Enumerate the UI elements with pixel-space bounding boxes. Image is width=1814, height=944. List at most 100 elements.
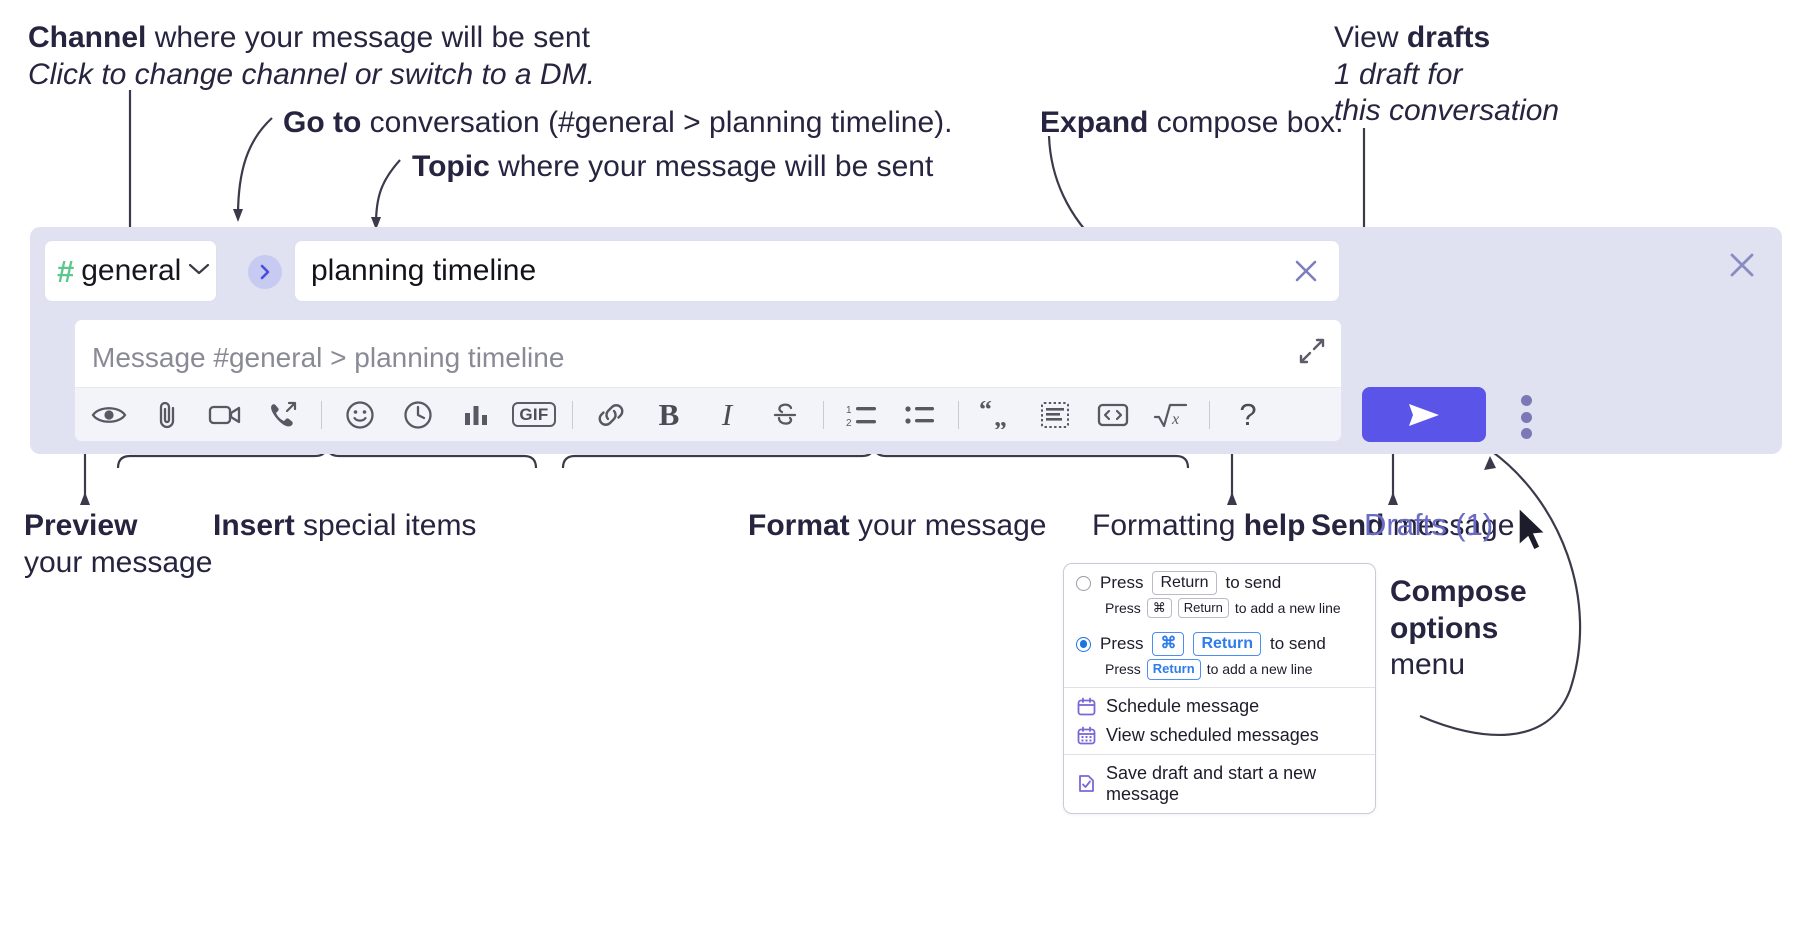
drafts-link[interactable]: Drafts (1) xyxy=(1364,507,1494,542)
italic-icon[interactable]: I xyxy=(698,388,756,441)
opt2-pre: Press xyxy=(1100,634,1144,654)
opt2-sub-pre: Press xyxy=(1105,661,1141,678)
send-button[interactable] xyxy=(1362,387,1486,442)
annotation-goto: Go to conversation (#general > planning … xyxy=(283,105,953,142)
menu-item-schedule-message[interactable]: Schedule message xyxy=(1064,688,1375,725)
strikethrough-icon[interactable] xyxy=(756,388,814,441)
popup-divider xyxy=(1064,753,1375,755)
popup-divider xyxy=(1064,686,1375,688)
channel-selector[interactable]: # general xyxy=(44,240,217,302)
annotation-expand-bold: Expand xyxy=(1040,106,1149,139)
annotation-help-pre: Formatting xyxy=(1092,509,1244,542)
toolbar-separator xyxy=(321,400,322,429)
calendar-icon xyxy=(1076,696,1096,716)
annotation-compose-options: Compose options menu xyxy=(1390,574,1527,684)
menu-item-view-scheduled[interactable]: View scheduled messages xyxy=(1064,725,1375,754)
attachment-icon[interactable] xyxy=(138,388,196,441)
annotation-channel-rest: where your message will be sent xyxy=(146,21,590,54)
opt1-sub-post: to add a new line xyxy=(1234,600,1341,617)
kebab-dot xyxy=(1520,411,1532,423)
math-icon[interactable]: x xyxy=(1142,388,1200,441)
annotation-insert-bold: Insert xyxy=(213,509,295,542)
topic-value: planning timeline xyxy=(311,254,537,287)
menu-item-save-draft[interactable]: Save draft and start a new message xyxy=(1064,755,1375,813)
mouse-cursor xyxy=(1518,506,1547,551)
annotation-send-bold: Send xyxy=(1311,509,1385,542)
kebab-dot xyxy=(1520,395,1532,406)
radio-return[interactable] xyxy=(1076,575,1091,591)
goto-conversation-button[interactable] xyxy=(248,255,282,289)
save-draft-icon xyxy=(1076,774,1096,794)
gif-icon[interactable]: GIF xyxy=(505,388,563,441)
annotation-topic-bold: Topic xyxy=(412,150,490,183)
gif-label: GIF xyxy=(512,402,556,427)
annotation-preview-bold: Preview xyxy=(24,509,138,542)
annotation-formatting-help: Formatting help xyxy=(1092,508,1305,545)
topic-input[interactable]: planning timeline xyxy=(294,240,1340,302)
preview-icon[interactable] xyxy=(80,388,138,441)
blockquote-icon[interactable]: “„ xyxy=(968,388,1026,441)
annotation-channel-sub: Click to change channel or switch to a D… xyxy=(28,57,595,91)
annotation-preview-line2: your message xyxy=(24,545,213,579)
key-cmd: ⌘ xyxy=(1152,632,1185,657)
annotation-expand: Expand compose box. xyxy=(1040,105,1343,142)
send-option-return-sub: Press ⌘ Return to add a new line xyxy=(1064,596,1375,625)
bulleted-list-icon[interactable] xyxy=(891,388,949,441)
send-option-cmd-return[interactable]: Press ⌘ Return to send xyxy=(1064,625,1375,657)
opt1-sub-pre: Press xyxy=(1105,600,1141,617)
formatting-help-icon[interactable]: ? xyxy=(1219,388,1277,441)
key-return: Return xyxy=(1152,571,1217,595)
annotation-compose-line3: menu xyxy=(1390,648,1466,682)
key-return: Return xyxy=(1193,632,1262,657)
annotation-goto-bold: Go to xyxy=(283,106,362,139)
inline-code-icon[interactable] xyxy=(1084,388,1142,441)
svg-text:x: x xyxy=(1171,411,1179,428)
close-compose-icon[interactable] xyxy=(1724,247,1760,288)
italic-label: I xyxy=(721,396,733,432)
channel-name-label: general xyxy=(81,254,182,287)
toolbar-separator xyxy=(572,400,573,429)
emoji-icon[interactable] xyxy=(331,388,389,441)
message-input-box[interactable]: Message #general > planning timeline xyxy=(74,319,1342,442)
radio-cmd-return[interactable] xyxy=(1076,636,1091,652)
key-cmd: ⌘ xyxy=(1146,598,1172,619)
opt1-post: to send xyxy=(1225,573,1282,592)
menu-item-label: View scheduled messages xyxy=(1106,724,1319,745)
reminder-icon[interactable] xyxy=(389,388,447,441)
help-label: ? xyxy=(1239,396,1257,432)
poll-icon[interactable] xyxy=(447,388,505,441)
annotation-compose-line1: Compose xyxy=(1390,575,1527,608)
code-block-icon[interactable] xyxy=(1026,388,1084,441)
compose-options-popup: Press Return to send Press ⌘ Return to a… xyxy=(1063,563,1376,814)
video-clip-icon[interactable] xyxy=(196,388,254,441)
opt2-sub-post: to add a new line xyxy=(1206,661,1313,678)
annotation-format-rest: your message xyxy=(849,509,1047,542)
annotation-format-bold: Format xyxy=(748,509,850,542)
link-icon[interactable] xyxy=(582,388,640,441)
bold-label: B xyxy=(658,396,680,432)
annotation-insert: Insert special items xyxy=(213,508,476,545)
annotation-drafts-pre: View xyxy=(1334,21,1407,54)
send-option-cmd-return-sub: Press Return to add a new line xyxy=(1064,657,1375,686)
send-option-return[interactable]: Press Return to send xyxy=(1064,564,1375,596)
bold-icon[interactable]: B xyxy=(640,388,698,441)
menu-item-label: Save draft and start a new message xyxy=(1106,762,1317,804)
message-placeholder: Message #general > planning timeline xyxy=(92,342,565,373)
svg-text:2: 2 xyxy=(846,418,852,428)
chevron-right-icon xyxy=(260,264,270,280)
annotation-insert-rest: special items xyxy=(294,509,477,542)
svg-text:„: „ xyxy=(994,403,1007,429)
annotation-help-bold: help xyxy=(1243,509,1306,542)
audio-clip-icon[interactable] xyxy=(254,388,312,441)
compose-options-menu-button[interactable] xyxy=(1515,395,1537,439)
send-icon xyxy=(1409,403,1439,426)
clear-topic-icon[interactable] xyxy=(1289,254,1323,288)
annotation-expand-rest: compose box. xyxy=(1148,106,1344,139)
expand-compose-icon[interactable] xyxy=(1297,336,1327,371)
kebab-dot xyxy=(1520,428,1532,439)
annotation-channel: Channel where your message will be sent … xyxy=(28,20,595,93)
chevron-down-icon xyxy=(188,262,210,281)
svg-text:“: “ xyxy=(979,401,992,424)
